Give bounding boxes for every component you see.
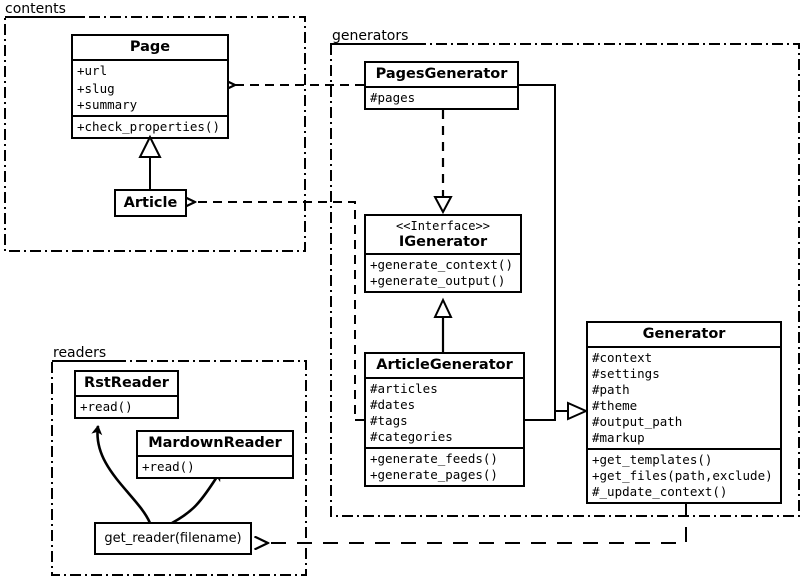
operation-row: +generate_context(): [370, 257, 513, 272]
igenerator-title-section: <<Interface>> IGenerator: [366, 216, 520, 255]
article-title-section: Article: [116, 191, 185, 215]
class-name-article: Article: [123, 195, 178, 211]
operation-row: +get_templates(): [592, 452, 713, 467]
class-box-articlegenerator[interactable]: ArticleGenerator #articles #dates #tags …: [364, 352, 525, 487]
generator-operations-section: +get_templates() +get_files(path,exclude…: [588, 450, 780, 502]
rstreader-operations-section: +read(): [76, 397, 177, 417]
generator-title-section: Generator: [588, 323, 780, 348]
class-box-pagesgenerator[interactable]: PagesGenerator #pages: [364, 61, 519, 110]
class-name-igenerator: IGenerator: [398, 234, 488, 250]
attribute-row: #pages: [370, 90, 416, 105]
class-box-mardownreader[interactable]: MardownReader +read(): [136, 430, 294, 479]
operation-row: +check_properties(): [77, 119, 220, 134]
relation-pagesgenerator-to-igenerator: [433, 110, 453, 215]
operation-row: +read(): [80, 399, 133, 414]
operation-row: +get_files(path,exclude): [592, 468, 773, 483]
class-box-igenerator[interactable]: <<Interface>> IGenerator +generate_conte…: [364, 214, 522, 293]
articlegenerator-attributes-section: #articles #dates #tags #categories: [366, 379, 523, 449]
relation-article-to-page: [138, 134, 162, 189]
pagesgenerator-attributes-section: #pages: [366, 88, 517, 108]
class-box-article[interactable]: Article: [114, 189, 187, 217]
get-reader-label-section: get_reader(filename): [96, 524, 250, 553]
package-label-readers: readers: [53, 345, 107, 361]
class-box-generator[interactable]: Generator #context #settings #path #them…: [586, 321, 782, 504]
relation-getreader-to-mardownreader: [171, 471, 222, 525]
class-name-articlegenerator: ArticleGenerator: [376, 357, 513, 373]
operation-row: +read(): [142, 459, 195, 474]
relation-articlegenerator-to-igenerator: [433, 297, 453, 352]
class-box-rstreader[interactable]: RstReader +read(): [74, 370, 179, 419]
attribute-row: #categories: [370, 429, 453, 444]
attribute-row: #markup: [592, 430, 645, 445]
operation-row: +generate_pages(): [370, 467, 498, 482]
attribute-row: #tags: [370, 413, 408, 428]
attribute-row: #context: [592, 350, 653, 365]
function-name-get-reader: get_reader(filename): [104, 531, 242, 546]
page-title-section: Page: [73, 36, 227, 61]
attribute-row: +slug: [77, 81, 115, 96]
articlegenerator-title-section: ArticleGenerator: [366, 354, 523, 379]
pagesgenerator-title-section: PagesGenerator: [366, 63, 517, 88]
class-name-generator: Generator: [642, 326, 726, 342]
class-box-page[interactable]: Page +url +slug +summary +check_properti…: [71, 34, 229, 139]
mardownreader-title-section: MardownReader: [138, 432, 292, 457]
mardownreader-operations-section: +read(): [138, 457, 292, 477]
attribute-row: #settings: [592, 366, 660, 381]
attribute-row: #output_path: [592, 414, 683, 429]
page-attributes-section: +url +slug +summary: [73, 61, 227, 117]
operation-row: +generate_feeds(): [370, 451, 498, 466]
package-label-contents: contents: [5, 1, 66, 17]
operation-row: #_update_context(): [592, 484, 728, 499]
class-stereotype-igenerator: <<Interface>>: [396, 219, 490, 233]
attribute-row: #articles: [370, 381, 438, 396]
attribute-row: #dates: [370, 397, 416, 412]
class-name-page: Page: [129, 39, 171, 55]
relation-generators-to-generator: [519, 84, 589, 421]
generator-attributes-section: #context #settings #path #theme #output_…: [588, 348, 780, 450]
relation-generator-to-getreader: [268, 501, 687, 543]
package-label-generators: generators: [332, 28, 409, 44]
function-box-get-reader[interactable]: get_reader(filename): [94, 522, 252, 555]
class-name-pagesgenerator: PagesGenerator: [375, 66, 508, 82]
class-name-mardownreader: MardownReader: [148, 435, 282, 451]
class-name-rstreader: RstReader: [84, 375, 169, 391]
igenerator-operations-section: +generate_context() +generate_output(): [366, 255, 520, 291]
page-operations-section: +check_properties(): [73, 117, 227, 137]
attribute-row: #path: [592, 382, 630, 397]
rstreader-title-section: RstReader: [76, 372, 177, 397]
articlegenerator-operations-section: +generate_feeds() +generate_pages(): [366, 449, 523, 485]
attribute-row: +summary: [77, 97, 138, 112]
operation-row: +generate_output(): [370, 273, 506, 288]
relation-articlegenerator-to-article: [195, 202, 364, 421]
attribute-row: +url: [77, 63, 108, 78]
attribute-row: #theme: [592, 398, 638, 413]
